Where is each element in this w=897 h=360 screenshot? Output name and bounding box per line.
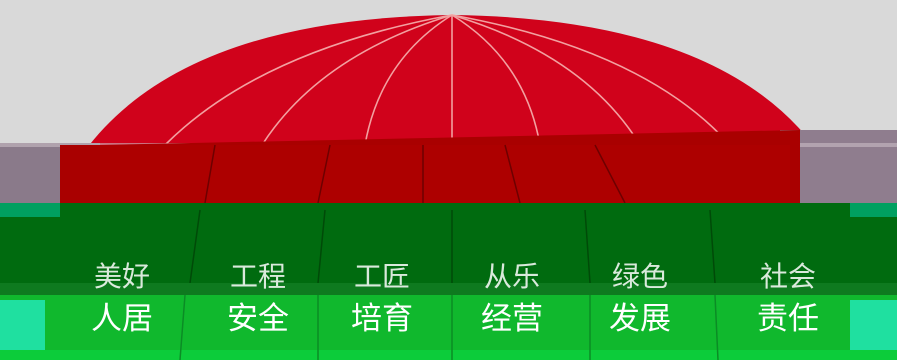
segment-top-label: 绿色 [611, 260, 668, 291]
segment-bottom-label: 培育 [351, 301, 413, 337]
segment-bottom-label: 安全 [227, 301, 289, 337]
segment-bottom-label: 发展 [609, 301, 671, 337]
segment-top-label: 工匠 [353, 260, 410, 291]
band-green-dividers [189, 209, 716, 284]
umbrella-ribs [164, 14, 731, 146]
segment-bottom-label: 经营 [481, 301, 543, 337]
segment-top-label: 社会 [759, 260, 816, 291]
umbrella-band-green [0, 283, 897, 360]
band-red-dividers [204, 144, 626, 204]
bottom-labels: 人居 安全 培育 经营 发展 责任 [0, 298, 897, 340]
segment-top-label: 美好 [93, 260, 150, 291]
segment-bottom-label: 责任 [757, 301, 819, 337]
band-bright-dividers [179, 294, 719, 360]
segment-bottom-label: 人居 [91, 301, 153, 337]
segment-top-label: 工程 [229, 260, 286, 291]
top-labels: 美好 工程 工匠 从乐 绿色 社会 [0, 257, 897, 291]
segment-top-label: 从乐 [483, 260, 540, 291]
